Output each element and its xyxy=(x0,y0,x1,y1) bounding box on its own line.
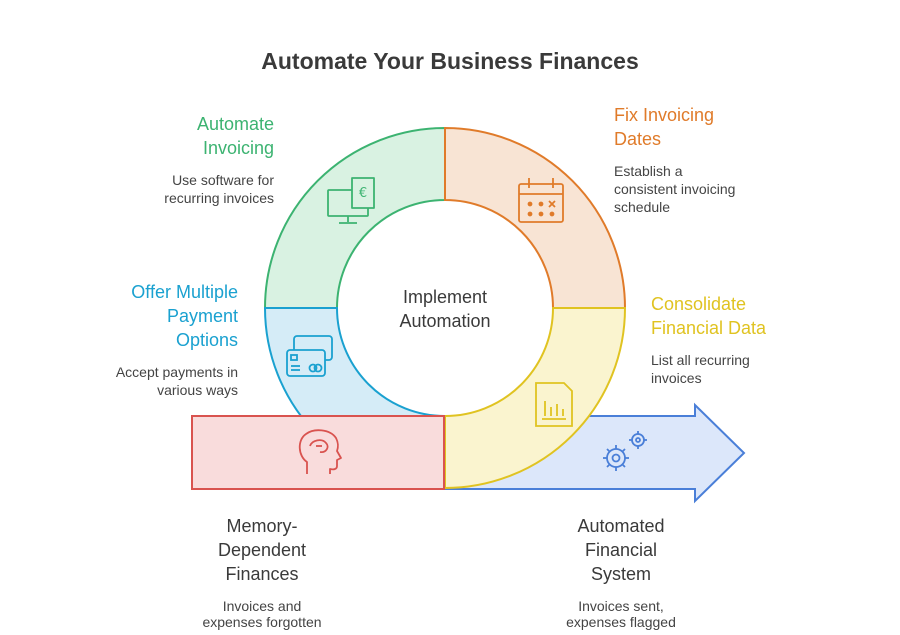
payment-options-desc: Accept payments in various ways xyxy=(115,364,238,398)
center-label: Implement Automation xyxy=(399,287,491,331)
memory-dependent-desc: Invoices and expenses forgotten xyxy=(202,598,322,630)
segment-automate-invoicing xyxy=(263,126,446,309)
segment-fix-invoicing-dates xyxy=(444,126,627,309)
payment-options-heading: Offer Multiple Payment Options xyxy=(131,282,238,350)
credit-cards-icon xyxy=(286,335,333,377)
consolidate-heading: Consolidate Financial Data xyxy=(651,294,767,338)
svg-text:€: € xyxy=(359,186,367,201)
fix-dates-heading: Fix Invoicing Dates xyxy=(614,105,715,149)
gears-icon xyxy=(603,431,647,471)
automate-invoicing-heading: Automate Invoicing xyxy=(196,114,274,158)
automated-system-heading: Automated Financial System xyxy=(577,516,665,584)
invoice-monitor-icon: € xyxy=(327,177,375,224)
fix-dates-desc: Establish a consistent invoicing schedul… xyxy=(614,163,736,215)
calendar-icon xyxy=(518,178,564,223)
segment-consolidate-data xyxy=(444,307,627,490)
automate-invoicing-desc: Use software for recurring invoices xyxy=(164,172,274,206)
consolidate-desc: List all recurring invoices xyxy=(651,352,750,386)
automated-system-desc: Invoices sent, expenses flagged xyxy=(566,598,676,630)
head-brain-icon xyxy=(298,429,342,474)
memory-dependent-box xyxy=(191,415,445,490)
page-title: Automate Your Business Finances xyxy=(261,48,639,74)
memory-dependent-heading: Memory- Dependent Finances xyxy=(217,516,307,584)
document-chart-icon xyxy=(535,382,573,427)
